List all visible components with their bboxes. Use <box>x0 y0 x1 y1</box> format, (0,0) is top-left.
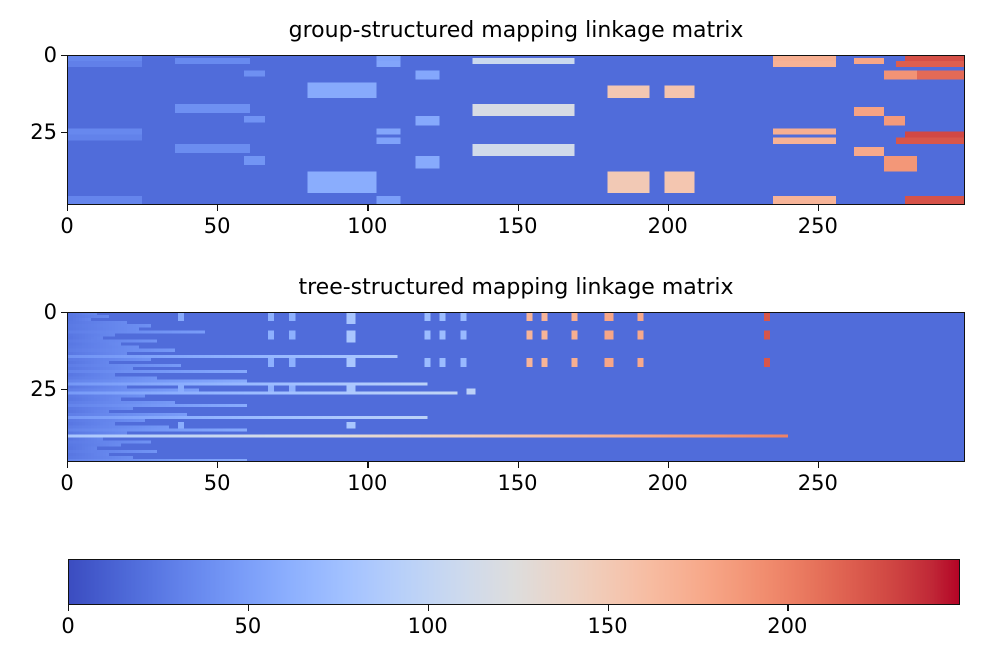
x-tick-mark <box>367 462 369 468</box>
x-tick-mark <box>67 462 69 468</box>
axes-group-structured <box>67 55 965 205</box>
y-tick-label: 0 <box>43 43 57 67</box>
x-tick-label: 200 <box>647 471 688 495</box>
x-tick-label: 50 <box>203 214 231 238</box>
colorbar-tick-mark <box>607 605 609 611</box>
colorbar-tick-mark <box>68 605 70 611</box>
colorbar-axes <box>68 559 960 605</box>
x-tick-mark <box>217 462 219 468</box>
x-tick-mark <box>217 205 219 211</box>
colorbar-tick-mark <box>247 605 250 611</box>
x-tick-label: 50 <box>203 471 231 495</box>
y-tick-label: 25 <box>30 376 57 401</box>
colorbar-tick-label: 0 <box>61 614 75 638</box>
colorbar-tick-mark <box>427 605 429 611</box>
x-tick-mark <box>367 205 369 211</box>
colorbar-tick-label: 200 <box>767 614 808 638</box>
x-tick-label: 0 <box>60 214 74 238</box>
x-tick-mark <box>517 462 519 468</box>
heatmap-tree-structured <box>67 312 965 462</box>
colorbar-tick-label: 150 <box>587 614 628 638</box>
axes-tree-structured <box>67 312 965 462</box>
y-tick-mark <box>61 312 67 314</box>
colorbar-gradient <box>68 559 960 605</box>
y-tick-mark <box>61 388 67 390</box>
heatmap-group-structured <box>67 55 965 205</box>
x-tick-label: 250 <box>797 214 838 238</box>
colorbar-tick-mark <box>787 605 789 611</box>
x-tick-label: 150 <box>497 471 538 495</box>
x-tick-mark <box>667 205 669 211</box>
y-tick-mark <box>61 55 67 57</box>
x-tick-label: 200 <box>647 214 688 238</box>
x-tick-mark <box>67 205 69 211</box>
y-tick-label: 25 <box>30 119 57 144</box>
y-tick-label: 0 <box>43 300 57 324</box>
title-group-structured: group-structured mapping linkage matrix <box>288 18 744 43</box>
x-tick-mark <box>817 205 820 211</box>
y-tick-mark <box>61 131 67 133</box>
title-tree-structured: tree-structured mapping linkage matrix <box>298 275 734 300</box>
colorbar-tick-label: 50 <box>234 614 262 638</box>
x-tick-label: 100 <box>347 214 388 238</box>
colorbar-tick-label: 100 <box>407 614 448 638</box>
x-tick-label: 0 <box>60 471 74 495</box>
x-tick-label: 150 <box>497 214 538 238</box>
x-tick-label: 100 <box>347 471 388 495</box>
x-tick-mark <box>817 462 820 468</box>
x-tick-label: 250 <box>797 471 838 495</box>
x-tick-mark <box>667 462 669 468</box>
x-tick-mark <box>517 205 519 211</box>
